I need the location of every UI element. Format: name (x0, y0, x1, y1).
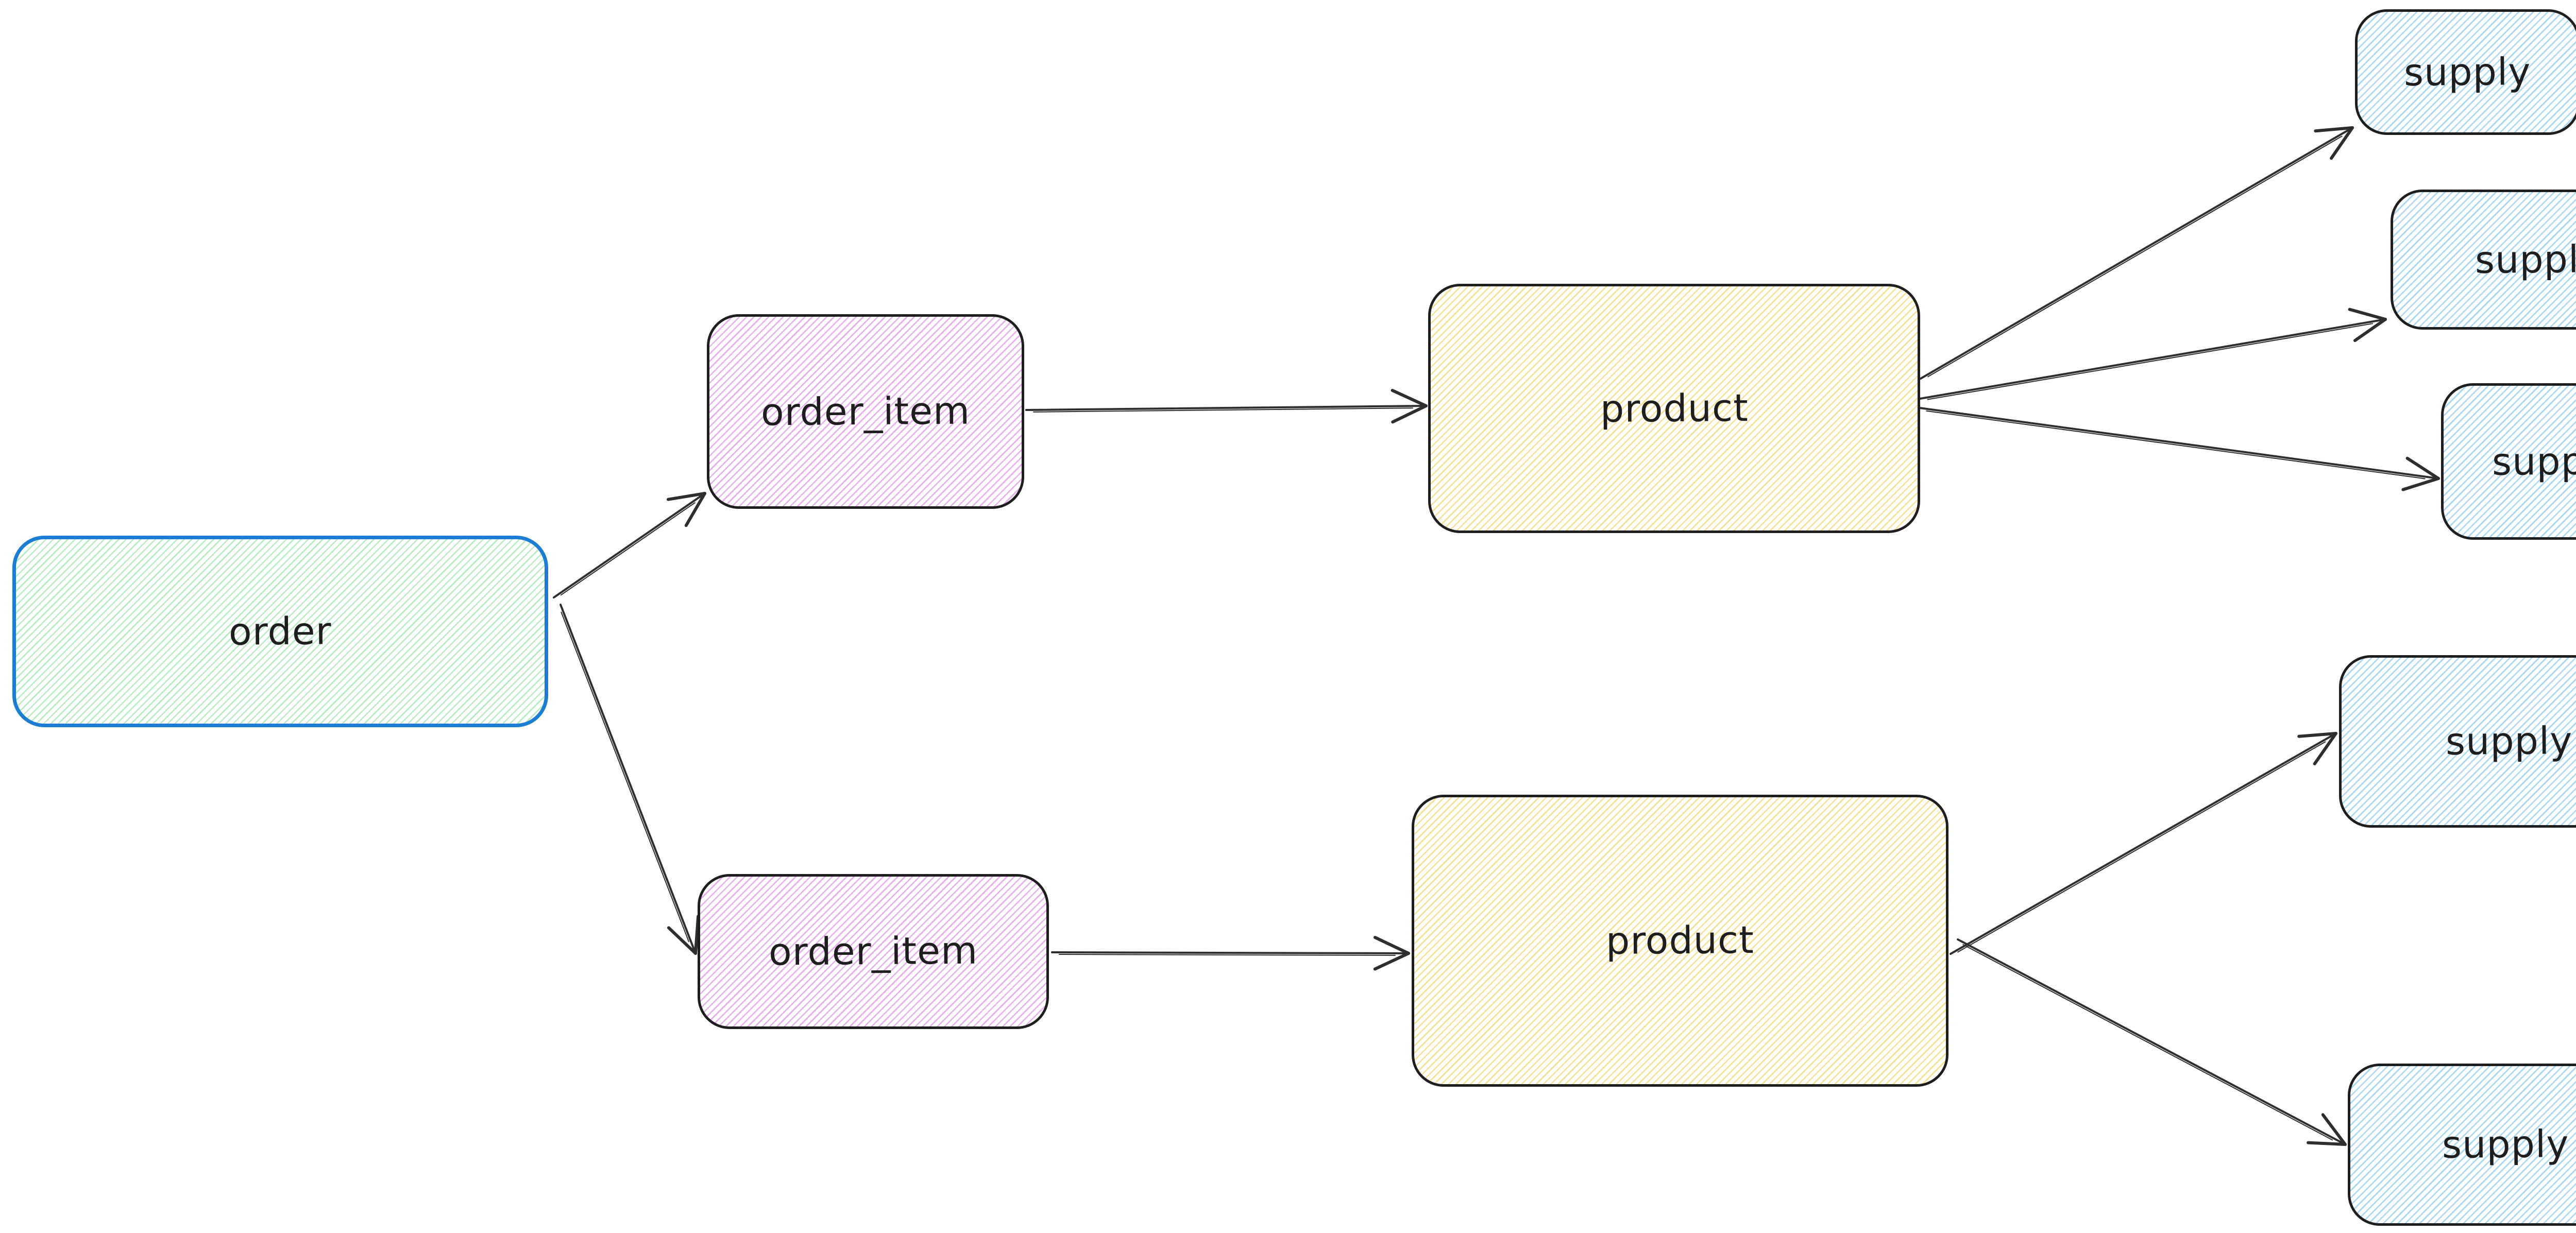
node-order_item_1[interactable]: order_item (707, 314, 1024, 509)
node-label: supply (2492, 439, 2576, 484)
arrow-product_2-to-supply_5[interactable] (1957, 938, 2347, 1146)
node-supply_3[interactable]: supply (2441, 383, 2576, 540)
node-label: supply (2475, 237, 2576, 282)
arrow-product_1-to-supply_1[interactable] (1920, 126, 2354, 380)
node-product_1[interactable]: product (1428, 284, 1920, 533)
node-label: supply (2442, 1122, 2569, 1167)
arrow-order-to-order_item_2[interactable] (560, 604, 700, 955)
arrow-product_2-to-supply_4[interactable] (1950, 732, 2337, 955)
arrow-product_1-to-supply_3[interactable] (1919, 407, 2440, 491)
node-supply_2[interactable]: supply (2391, 190, 2576, 330)
arrow-order_item_1-to-product_1[interactable] (1025, 389, 1428, 424)
node-supply_1[interactable]: supply (2355, 9, 2576, 135)
node-label: order (228, 609, 332, 654)
node-label: product (1605, 918, 1755, 964)
node-label: order_item (768, 929, 978, 974)
node-supply_5[interactable]: supply (2348, 1064, 2576, 1226)
arrow-product_1-to-supply_2[interactable] (1919, 307, 2387, 400)
node-label: supply (2403, 49, 2532, 95)
node-label: product (1600, 386, 1749, 431)
node-order_item_2[interactable]: order_item (698, 874, 1049, 1029)
node-label: supply (2445, 719, 2573, 764)
node-order[interactable]: order (12, 536, 548, 727)
node-label: order_item (760, 389, 971, 434)
arrow-order_item_2-to-product_2[interactable] (1051, 936, 1410, 971)
node-product_2[interactable]: product (1412, 795, 1948, 1087)
arrow-order-to-order_item_1[interactable] (553, 492, 706, 598)
node-supply_4[interactable]: supply (2339, 655, 2576, 828)
